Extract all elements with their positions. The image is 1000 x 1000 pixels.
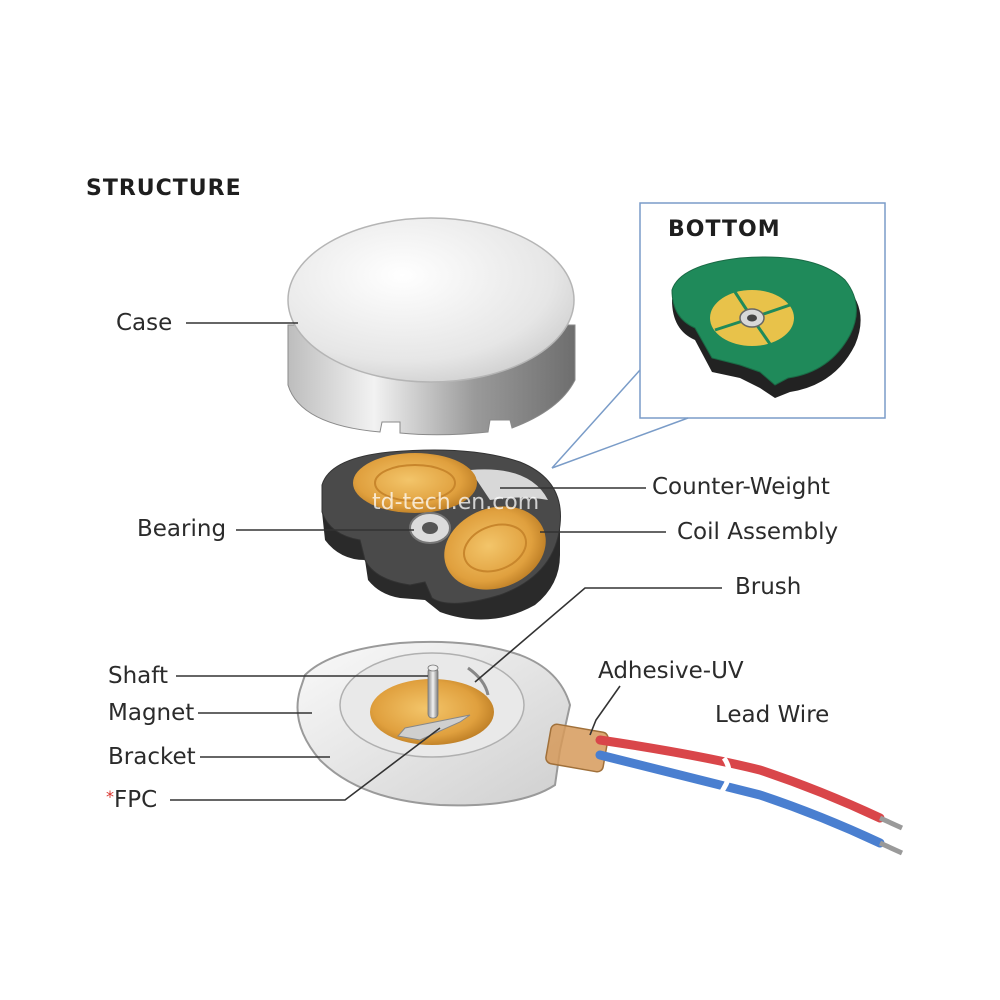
bottom-inset [551,202,886,469]
label-counter-weight: Counter-Weight [652,474,830,500]
label-fpc: *FPC [106,789,157,812]
bracket-part [296,640,609,807]
label-coil-assembly: Coil Assembly [677,519,839,545]
brush-leader [474,587,722,683]
fpc-asterisk: * [106,787,114,806]
case-part [287,217,576,436]
leader-lines [170,322,722,801]
label-magnet: Magnet [108,700,195,726]
lead-wires [595,735,904,856]
fpc-text: FPC [114,787,158,813]
coil-assembly-part [321,449,561,620]
watermark: td-tech.en.com [372,490,540,515]
label-brush: Brush [735,574,802,600]
label-bracket: Bracket [108,744,196,770]
page-title: STRUCTURE [86,176,242,201]
fpc-leader [170,727,441,801]
label-bearing: Bearing [137,516,227,542]
label-lead-wire: Lead Wire [715,702,830,728]
label-case: Case [116,310,173,336]
adhesive-uv-leader [589,685,621,736]
label-adhesive-uv: Adhesive-UV [598,658,744,684]
label-shaft: Shaft [108,663,168,689]
inset-title: BOTTOM [668,217,781,242]
